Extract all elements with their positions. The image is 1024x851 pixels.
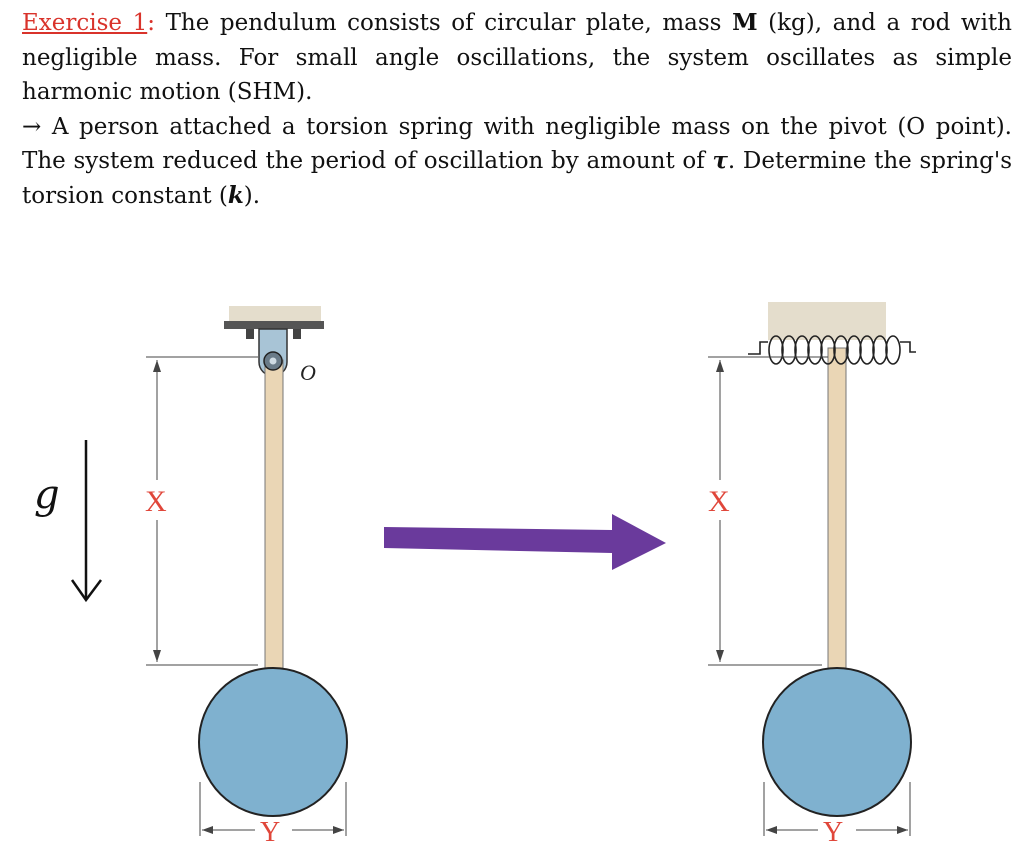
k-symbol: k (227, 181, 244, 209)
mass-symbol: M (732, 9, 758, 36)
spring-coil-9 (872, 335, 888, 365)
circular-plate-left (198, 667, 348, 817)
rod-left (264, 359, 284, 669)
spring-coil-2 (781, 335, 797, 365)
dim-x-arrow-top-left (153, 360, 161, 372)
diameter-label-left: Y (260, 817, 280, 848)
gravity-symbol: g (34, 472, 60, 518)
gravity-arrow-head (70, 579, 102, 603)
spring-end-left (748, 341, 768, 355)
rod-length-label-left: X (145, 485, 167, 518)
spring-end-right (900, 341, 916, 353)
spring-coil-8 (859, 335, 875, 365)
pendulum-left: O X Y (145, 306, 348, 848)
tau-symbol: τ (712, 147, 728, 174)
spring-coil-7 (846, 335, 862, 365)
mounting-plate-left (224, 321, 324, 329)
spring-coil-6 (833, 335, 849, 365)
dim-y-arrow-right-b (897, 826, 908, 834)
problem-text-2b: . Determine the spring's torsion constan… (22, 148, 1012, 209)
ceiling-right (768, 302, 886, 340)
exercise-colon: : (147, 10, 155, 36)
rod-length-label-right: X (708, 485, 730, 518)
dim-x-arrow-bottom-right (716, 650, 724, 662)
exercise-title: Exercise 1 (22, 10, 148, 36)
dim-y-arrow-left-b (333, 826, 344, 834)
spring-coil-4 (807, 335, 823, 365)
pendulum-right: X Y (708, 302, 916, 848)
problem-text-1a: The pendulum consists of circular plate,… (154, 10, 733, 36)
spring-coil-1 (768, 335, 784, 365)
dim-x-arrow-bottom-left (153, 650, 161, 662)
transform-arrow (384, 514, 666, 570)
problem-paragraph-2: → A person attached a torsion spring wit… (22, 110, 1012, 214)
ceiling-left (229, 306, 321, 324)
dim-y-arrow-left-a (202, 826, 213, 834)
spring-coil-3 (794, 335, 810, 365)
right-arrow-icon: → (22, 113, 42, 140)
gravity-indicator: g (34, 440, 102, 603)
problem-statement: Exercise 1: The pendulum consists of cir… (22, 6, 1012, 213)
dim-y-arrow-right-a (766, 826, 777, 834)
dim-x-arrow-top-right (716, 360, 724, 372)
bolt-left-1 (246, 329, 254, 339)
spring-coil-10 (885, 335, 901, 365)
bolt-left-2 (293, 329, 301, 339)
rod-right (827, 347, 847, 669)
problem-text-2a: A person attached a torsion spring with … (22, 113, 1012, 175)
spring-coil-5 (820, 335, 836, 365)
torsion-spring (748, 335, 916, 365)
problem-paragraph-1: Exercise 1: The pendulum consists of cir… (22, 6, 1012, 110)
problem-text-2c: ). (243, 182, 261, 209)
pivot-pin-center-left (269, 357, 277, 365)
circular-plate-right (762, 667, 912, 817)
problem-text-1b: (kg), and a rod with negligible mass. Fo… (22, 10, 1012, 105)
diameter-label-right: Y (823, 817, 843, 848)
pivot-label: O (300, 360, 316, 385)
